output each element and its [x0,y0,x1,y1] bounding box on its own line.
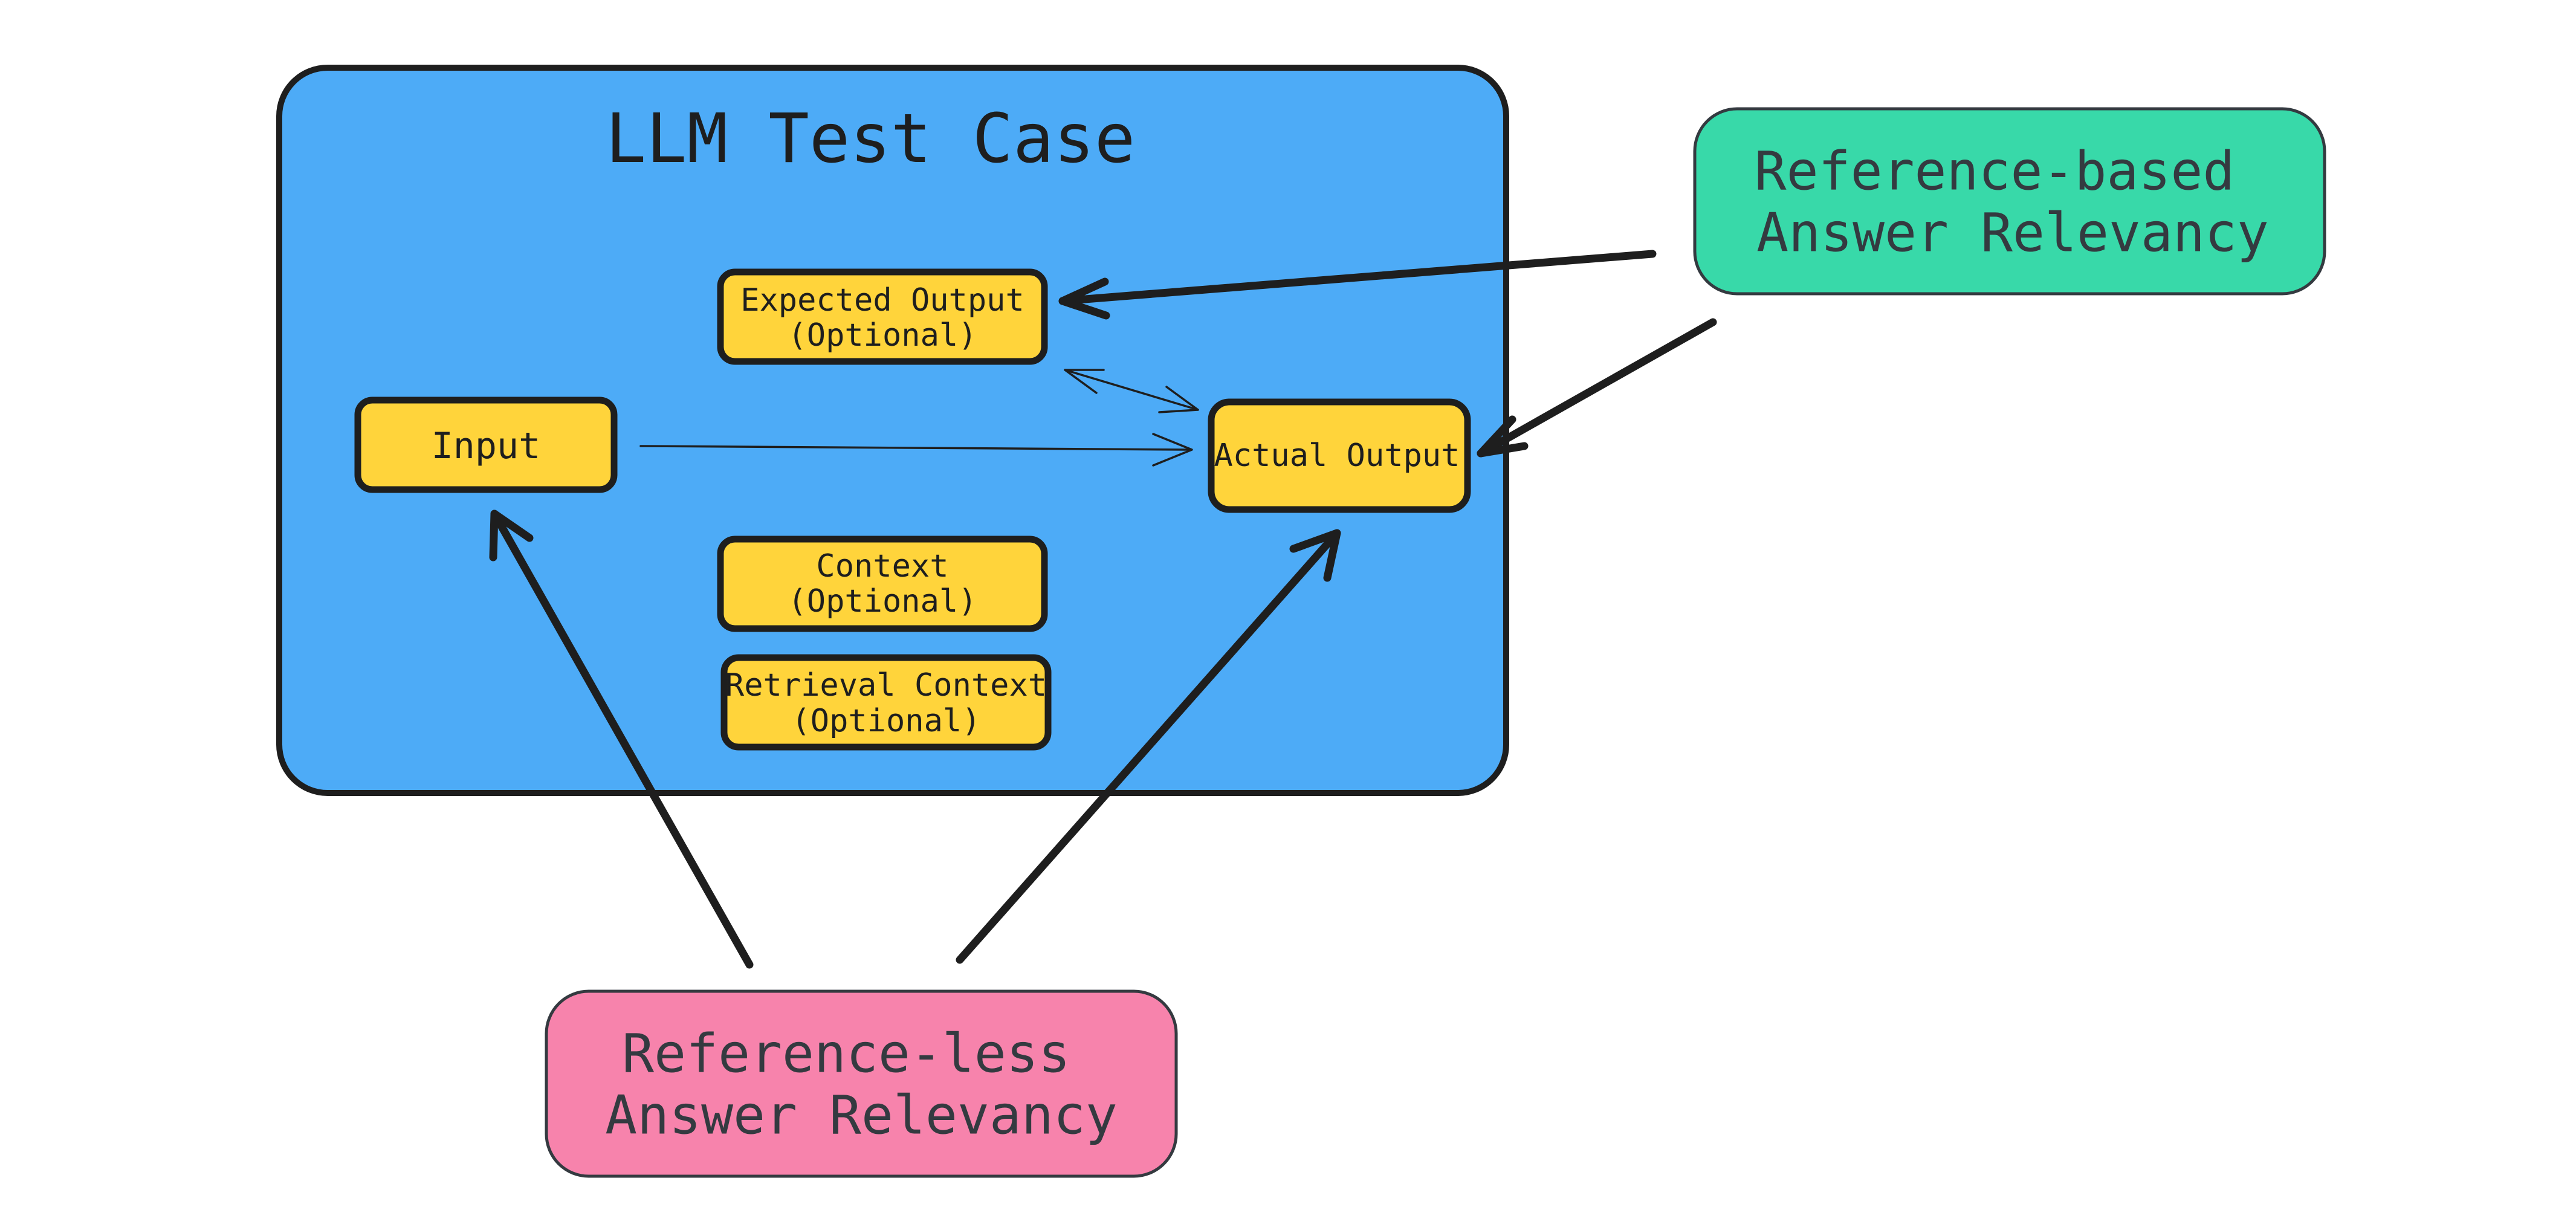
reference-based-to-actual-output-arrow [1477,318,1717,458]
expected-output-label: Expected Output [740,282,1024,319]
retrieval-context-box [720,654,1052,751]
actual-output-node: Actual Output [1208,398,1471,513]
actual-output-box [1208,398,1471,513]
reference-based-metric-node: Reference-based Answer Relevancy [1693,107,2326,296]
input-box [354,397,618,493]
retrieval-context-label: Retrieval Context [725,667,1047,704]
retrieval-context-optional-label: (Optional) [791,703,980,739]
reference-less-to-actual-output-arrow [956,529,1341,964]
input-label: Input [432,425,541,467]
context-node: Context (Optional) [717,536,1048,632]
reference-less-metric-box [545,989,1178,1178]
expected-output-optional-label: (Optional) [788,317,977,354]
reference-less-metric-label-line1: Reference-less [622,1023,1070,1085]
actual-output-label: Actual Output [1214,438,1460,474]
reference-less-to-input-arrow [489,510,754,969]
llm-test-case-title: LLM Test Case [606,100,1136,178]
expected-output-box [717,268,1048,365]
input-node: Input [354,397,618,493]
expected-output-node: Expected Output (Optional) [717,268,1048,365]
reference-less-metric-node: Reference-less Answer Relevancy [545,989,1178,1178]
context-box [717,536,1048,632]
context-label: Context [816,548,948,584]
reference-based-metric-box [1693,107,2326,296]
input-to-actual-output-arrow [639,433,1193,467]
expected-actual-bidirectional-arrow [1064,369,1199,413]
reference-based-metric-label-line1: Reference-based [1755,140,2235,202]
context-optional-label: (Optional) [788,583,977,620]
reference-less-metric-label-line2: Answer Relevancy [605,1084,1118,1147]
reference-based-metric-label-line2: Answer Relevancy [1756,202,2269,264]
reference-based-to-expected-output-arrow [1058,250,1657,320]
retrieval-context-node: Retrieval Context (Optional) [720,654,1052,751]
